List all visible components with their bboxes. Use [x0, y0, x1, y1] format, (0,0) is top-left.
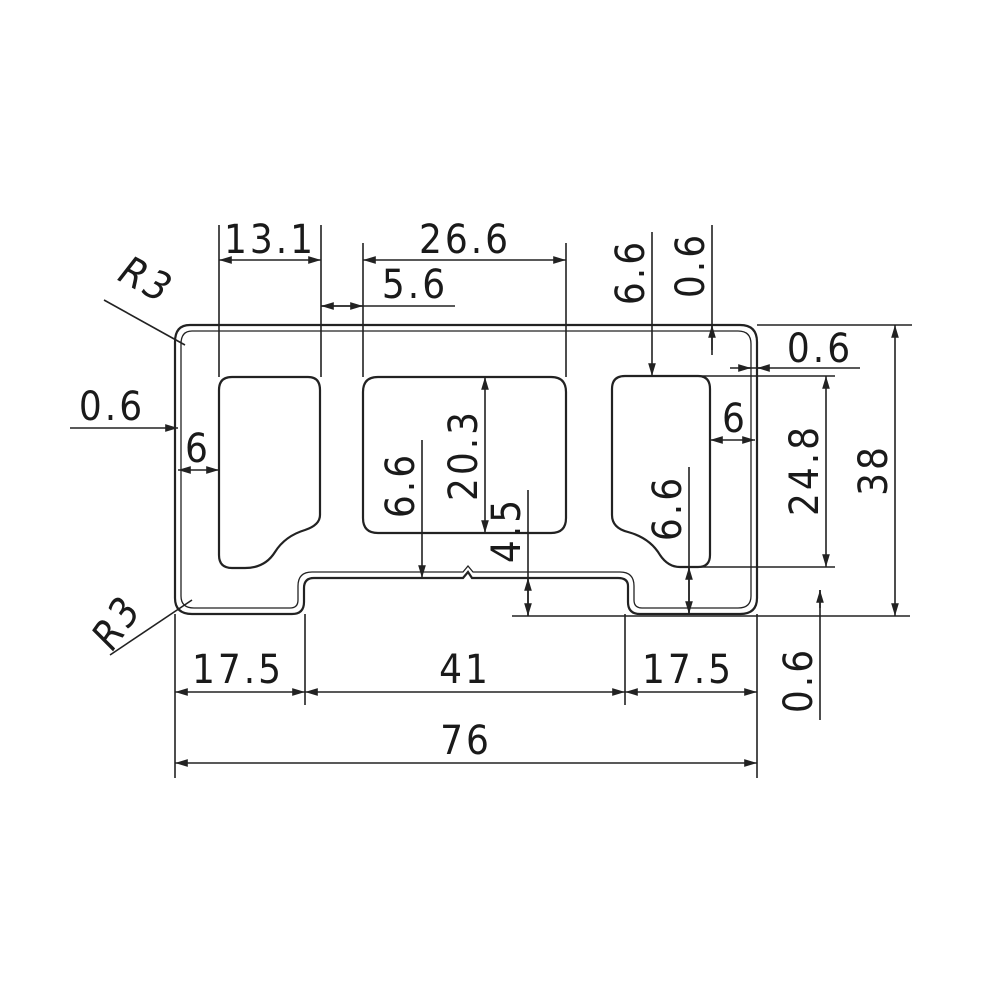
radius-bottom-label: R3	[83, 587, 152, 658]
right-hole	[610, 374, 712, 569]
dim-bottom-left: 17.5	[192, 647, 284, 693]
dim-right-top-flange: 6.6	[608, 239, 654, 305]
dim-38: 38	[851, 444, 897, 496]
radius-top-label: R3	[112, 248, 181, 314]
dim-13-1: 13.1	[224, 217, 316, 263]
dim-5-6: 5.6	[382, 262, 448, 308]
dim-left-wall: 0.6	[79, 384, 145, 430]
dim-bottom-middle: 41	[439, 647, 491, 693]
dim-bottom-right: 17.5	[642, 647, 734, 693]
dim-overall-width: 76	[440, 718, 492, 764]
dim-20-3: 20.3	[441, 409, 487, 501]
dim-right-flange: 6	[722, 396, 748, 442]
dimension-lines	[70, 225, 912, 778]
dim-middle-flange: 6.6	[378, 452, 424, 518]
middle-hole	[361, 375, 568, 535]
dim-24-8: 24.8	[782, 424, 828, 516]
dim-right-wall: 0.6	[787, 326, 853, 372]
dim-left-flange: 6	[185, 426, 211, 472]
dim-4-5: 4.5	[484, 497, 530, 563]
dim-right-bottom-flange: 6.6	[645, 475, 691, 541]
profile-outline	[173, 323, 759, 616]
dim-right-top-wall: 0.6	[668, 232, 714, 298]
dim-bottom-wall: 0.6	[776, 647, 822, 713]
left-hole	[217, 375, 322, 570]
dim-26-6: 26.6	[419, 217, 511, 263]
